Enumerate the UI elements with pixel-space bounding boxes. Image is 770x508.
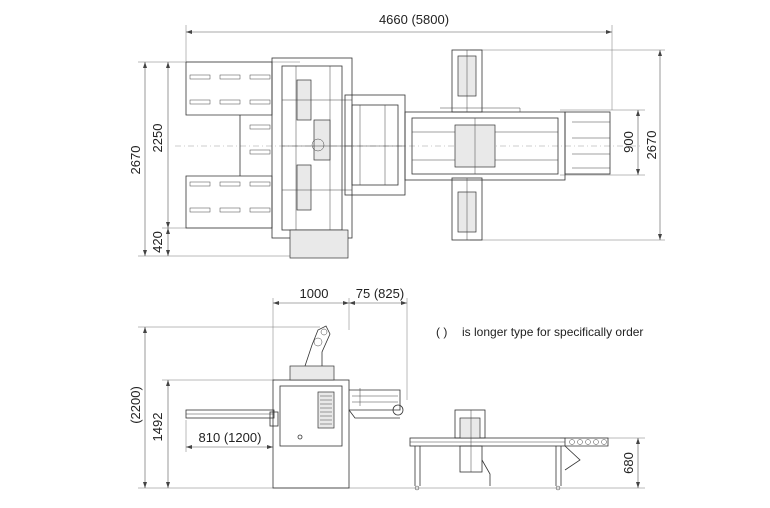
dim-side-total-label: (2200) xyxy=(128,386,143,424)
dim-left-heights: 2670 2250 420 xyxy=(128,61,300,257)
dim-right-heights: 900 2670 xyxy=(470,49,665,241)
main-machine-side xyxy=(269,325,350,489)
note-text: is longer type for specifically order xyxy=(462,325,643,339)
feed-table-side xyxy=(185,409,275,419)
stacker-arm-side xyxy=(348,388,404,419)
side-turret-upper xyxy=(440,49,521,113)
dim-side-width-a-label: 1000 xyxy=(300,286,329,301)
top-view: 4660 (5800) 2670 2250 420 xyxy=(128,12,665,259)
dim-side-width-b-label: 75 (825) xyxy=(356,286,404,301)
dim-side-table-label: 1492 xyxy=(150,413,165,442)
dim-left-overall-label: 2670 xyxy=(128,146,143,175)
stacker-bridge-top xyxy=(344,94,406,196)
dim-right-inner-label: 900 xyxy=(621,131,636,153)
note: ( ) is longer type for specifically orde… xyxy=(436,325,643,339)
dim-right-overall-label: 2670 xyxy=(644,131,659,160)
feed-table xyxy=(185,61,273,229)
dim-overall-width-label: 4660 (5800) xyxy=(379,12,449,27)
dim-overall-width: 4660 (5800) xyxy=(185,12,613,110)
dim-feed-length-label: 810 (1200) xyxy=(199,430,262,445)
dim-side-widths: 1000 75 (825) xyxy=(272,286,408,400)
dim-left-upper-label: 2250 xyxy=(150,124,165,153)
delivery-conveyor-top xyxy=(404,111,566,181)
dim-side-heights: (2200) 1492 xyxy=(128,326,420,489)
dim-conveyor-height-label: 680 xyxy=(621,452,636,474)
dim-left-lower-label: 420 xyxy=(150,231,165,253)
main-machine-top xyxy=(271,57,353,259)
note-paren: ( ) xyxy=(436,325,447,339)
output-rails xyxy=(564,111,611,175)
dim-feed-length: 810 (1200) xyxy=(185,420,273,452)
side-turret-lower xyxy=(451,177,483,241)
side-view: 1000 75 (825) (2200) 1492 810 (1200) xyxy=(128,286,645,491)
dim-conveyor-height: 680 xyxy=(420,437,645,489)
delivery-conveyor-side xyxy=(409,409,609,491)
